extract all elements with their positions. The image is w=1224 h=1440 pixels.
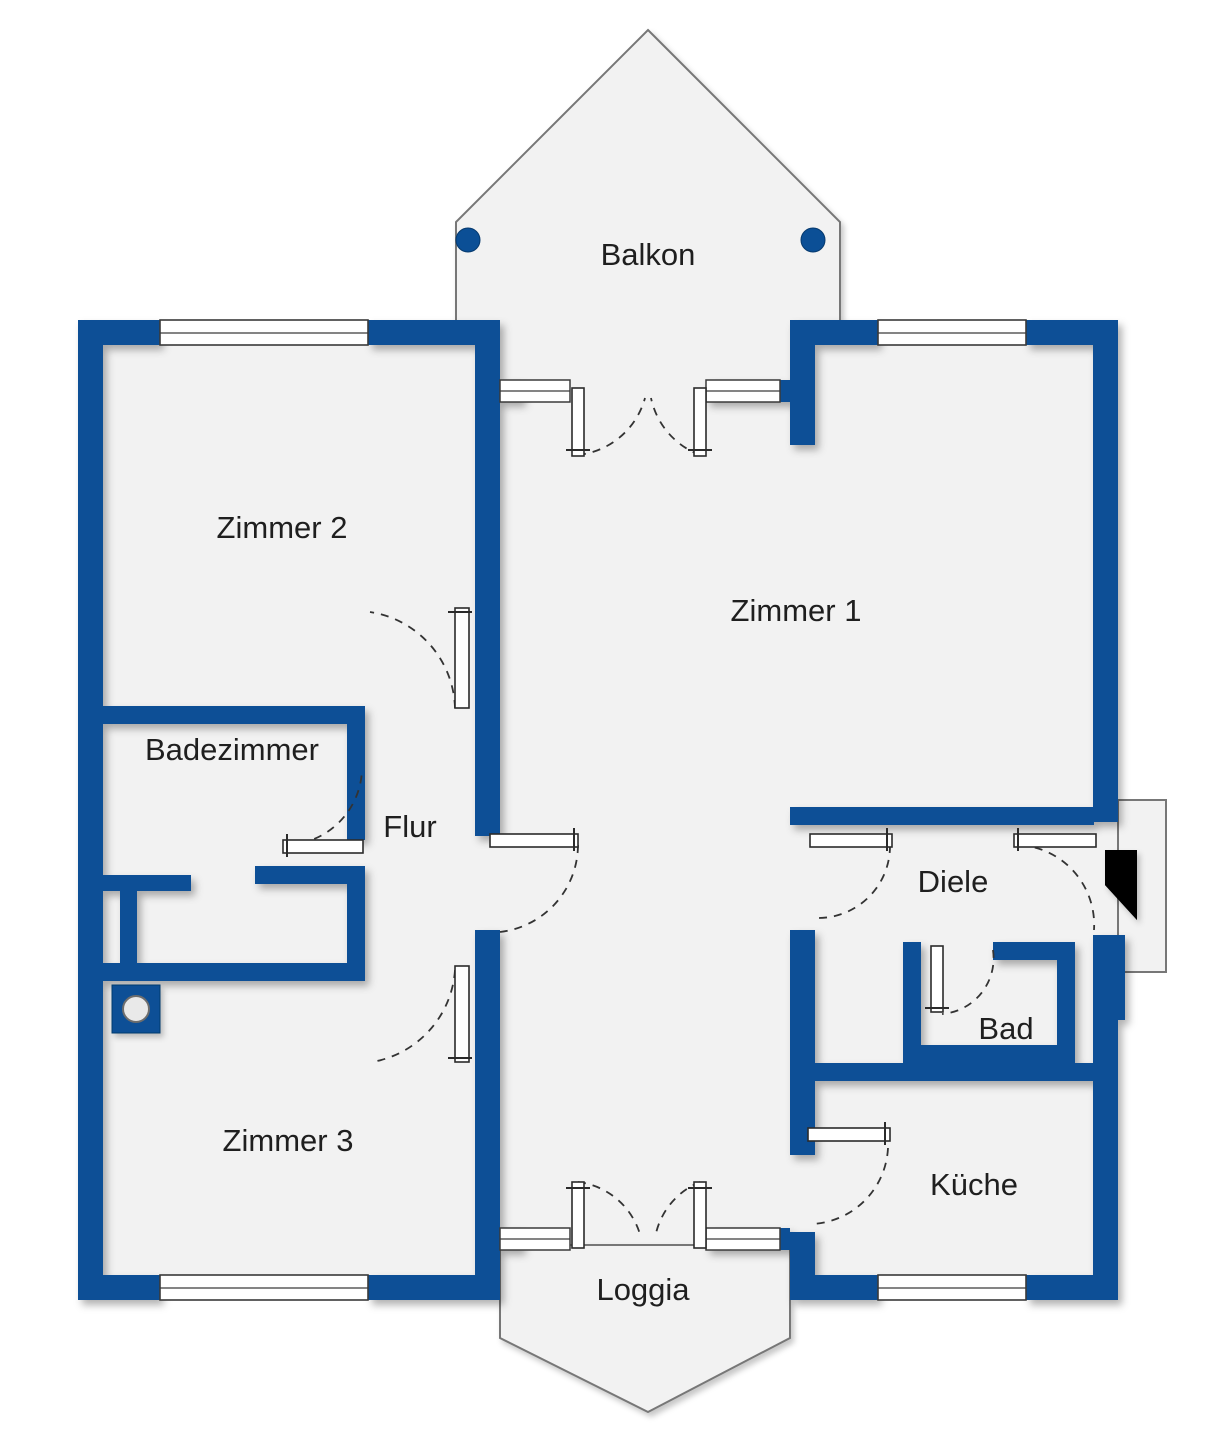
door-bad <box>925 945 995 1015</box>
room-label-zimmer3: Zimmer 3 <box>223 1123 354 1158</box>
wall-bad-top <box>993 942 1075 960</box>
window-zimmer3-bottom <box>159 1274 369 1301</box>
wall-bottom-left-a <box>78 1275 160 1300</box>
walls <box>78 320 1125 1300</box>
wall-kueche-left-lower <box>790 1232 815 1300</box>
window-loggia-door-right-sidelight <box>705 1227 781 1251</box>
room-label-loggia: Loggia <box>596 1272 690 1307</box>
wall-closet-top <box>103 875 191 891</box>
loggia-floor <box>499 1244 791 1414</box>
chimney-shaft <box>111 984 161 1034</box>
wall-central-spine-lower <box>475 930 500 1275</box>
balkon-pillars <box>455 227 826 253</box>
window-zimmer2-top <box>159 319 369 346</box>
door-kueche <box>807 1122 891 1225</box>
balkon-floor <box>455 28 841 383</box>
room-label-diele: Diele <box>918 864 989 899</box>
door-zimmer1-diele <box>809 828 893 919</box>
wall-balkon-notch-right <box>790 320 815 445</box>
wall-central-spine-upper <box>475 402 500 836</box>
window-balkon-door-right-sidelight <box>705 379 781 403</box>
wall-flur-lower-a <box>255 866 365 884</box>
room-label-bad: Bad <box>978 1011 1033 1046</box>
room-label-balkon: Balkon <box>601 237 696 272</box>
room-label-badezimmer: Badezimmer <box>145 732 319 767</box>
wall-diele-kueche-divider <box>815 1063 1093 1081</box>
room-floor-areas <box>78 28 1167 1414</box>
wall-balkon-notch-left <box>475 320 500 415</box>
room-label-zimmer1: Zimmer 1 <box>731 593 862 628</box>
balkon-pillar-left <box>455 227 481 253</box>
wall-right-entrance-upper <box>1093 800 1118 822</box>
wall-bad-bottom <box>903 1045 1075 1063</box>
wall-zimmer1-diele-a <box>790 807 832 825</box>
chimney-flue-circle <box>122 995 150 1023</box>
room-label-flur: Flur <box>383 809 436 844</box>
wall-right-outer-upper <box>1093 320 1118 816</box>
window-balkon-door-left-sidelight <box>499 379 571 403</box>
door-zimmer2 <box>369 607 472 709</box>
door-balkon-right <box>650 387 712 457</box>
wall-closet-vertical <box>120 875 137 975</box>
wall-bottom-right-b <box>1026 1275 1118 1300</box>
wall-zimmer1-diele-b <box>832 807 1094 825</box>
door-entrance <box>1013 828 1097 931</box>
wall-bad-right <box>1057 942 1075 1062</box>
wall-zimmer2-bad-divider <box>103 706 365 724</box>
door-zimmer3 <box>371 965 472 1063</box>
door-badezimmer <box>282 769 364 857</box>
room-label-kueche: Küche <box>930 1167 1018 1202</box>
door-flur-zimmer1 <box>489 828 579 933</box>
wall-bad-flur-divider <box>347 706 365 840</box>
wall-closet-right <box>347 875 365 975</box>
door-loggia-left <box>566 1181 642 1249</box>
wall-diele-left <box>790 930 815 1080</box>
door-loggia-right <box>654 1181 712 1249</box>
apartment-floor <box>78 320 1118 1300</box>
wall-left-outer <box>78 320 103 1300</box>
balkon-pillar-right <box>800 227 826 253</box>
wall-right-outer-lower <box>1093 1000 1118 1300</box>
window-zimmer1-top <box>877 319 1027 346</box>
windows <box>159 319 1027 1301</box>
wall-bad-left <box>903 942 921 1062</box>
window-kueche-bottom <box>877 1274 1027 1301</box>
entrance-direction-marker <box>1105 850 1137 920</box>
doors <box>282 387 1097 1249</box>
room-labels: Balkon Zimmer 2 Zimmer 1 Badezimmer Flur… <box>145 237 1034 1307</box>
wall-flur-zimmer3-divider <box>103 963 365 981</box>
window-loggia-door-left-sidelight <box>499 1227 571 1251</box>
wall-bottom-left-b <box>368 1275 500 1300</box>
door-balkon-left <box>566 387 646 457</box>
room-label-zimmer2: Zimmer 2 <box>217 510 348 545</box>
